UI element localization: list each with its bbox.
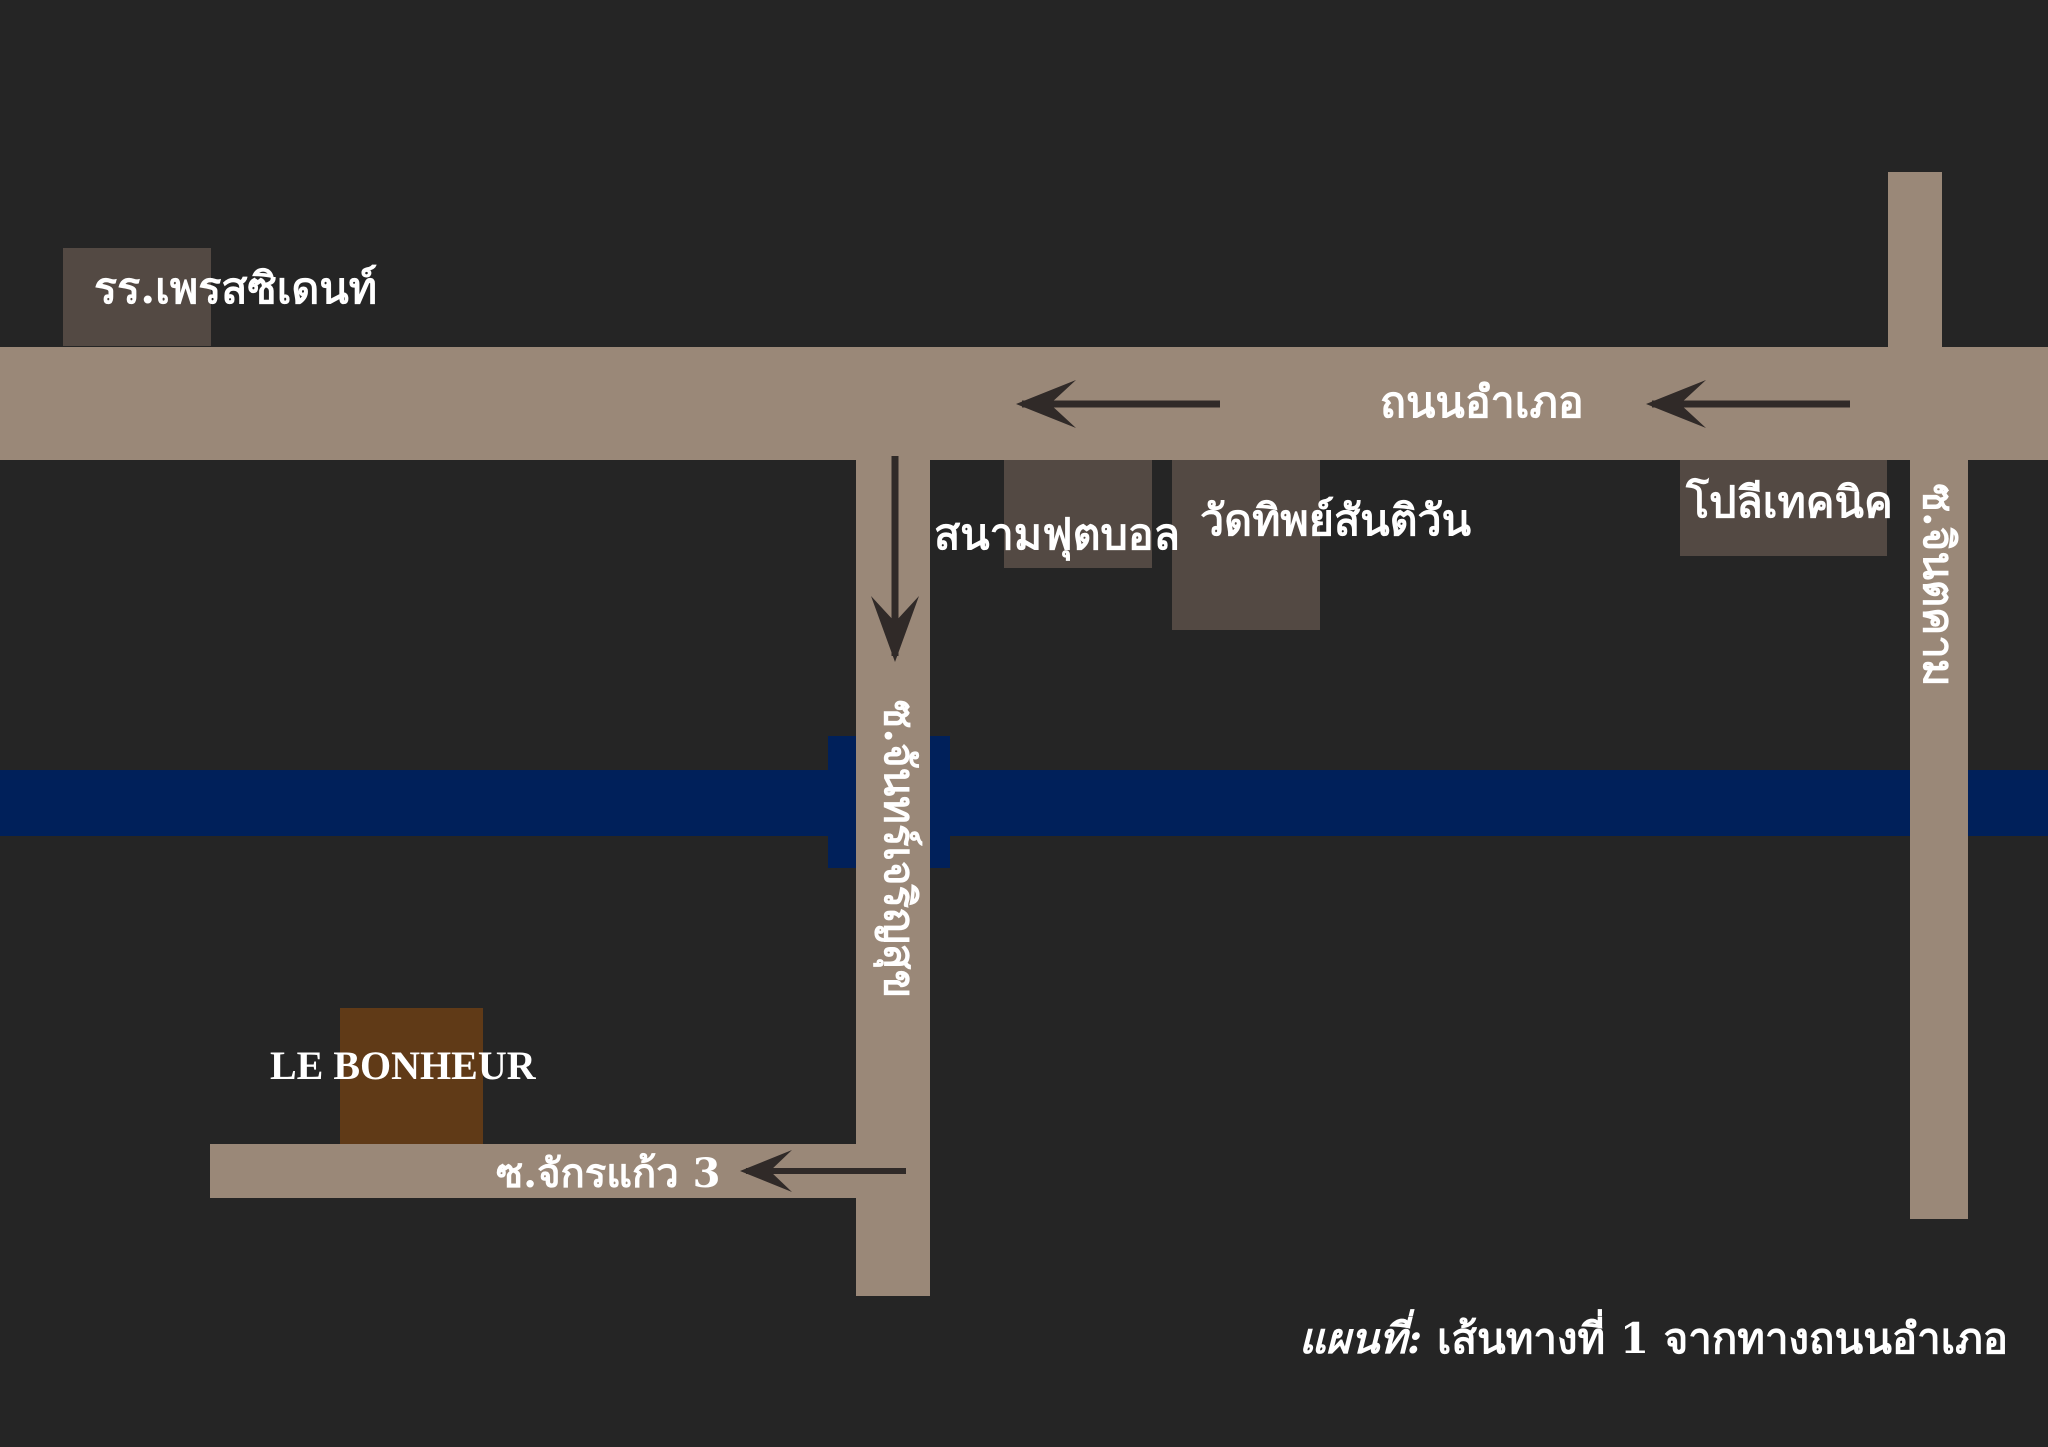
football-field-block: [1004, 460, 1152, 568]
temple-label: วัดทิพย์สันติวัน: [1200, 496, 1472, 546]
arrow-down-icon: [871, 456, 919, 662]
soi-jancharoensuk-label: ซ.จันทร์เจริญสุข: [875, 699, 924, 999]
caption-prefix: แผนที่:: [1298, 1314, 1423, 1363]
road-soi-jintakam-upper: [1888, 172, 1942, 352]
soi-jintakam-label: ซ.จินตคาม: [1914, 483, 1963, 687]
arrow-left-icon: [1646, 380, 1850, 428]
le-bonheur-building: [340, 1008, 483, 1144]
road-soi-jintakam: [1910, 455, 1968, 1219]
temple-block: [1172, 460, 1320, 630]
school-label: รร.เพรสซิเดนท์: [94, 264, 378, 314]
school-building: [63, 248, 211, 346]
football-field-label: สนามฟุตบอล: [934, 510, 1180, 560]
polytechnic-label: โปลีเทคนิค: [1686, 478, 1893, 528]
main-road-label: ถนนอำเภอ: [1380, 378, 1584, 428]
polytechnic-block: [1680, 460, 1887, 556]
destination-label: LE BONHEUR: [270, 1043, 536, 1088]
arrow-left-icon: [1016, 380, 1220, 428]
arrow-left-icon: [740, 1150, 906, 1192]
river: [0, 770, 2048, 836]
caption-text: เส้นทางที่ 1 จากทางถนนอำเภอ: [1422, 1314, 2008, 1363]
soi-jakkaew-label: ซ.จักรแก้ว 3: [496, 1150, 721, 1197]
map-caption: แผนที่: เส้นทางที่ 1 จากทางถนนอำเภอ: [1299, 1318, 2008, 1360]
